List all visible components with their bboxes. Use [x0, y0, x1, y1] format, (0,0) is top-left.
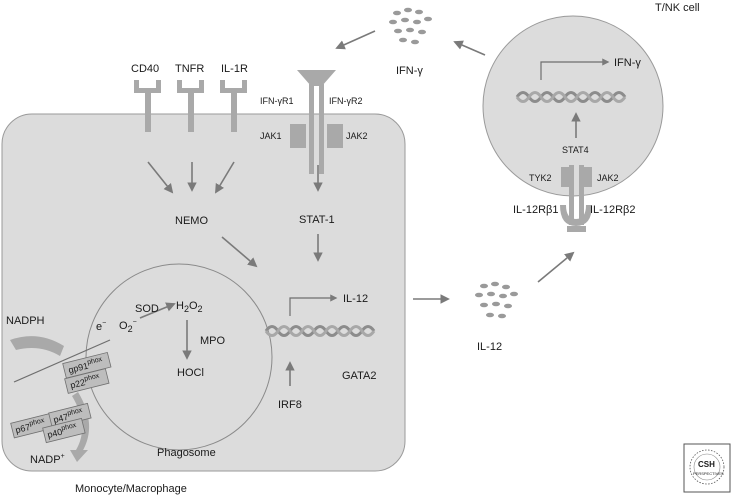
p67phox-box: p67phox	[10, 412, 56, 439]
il12-gene-label: IL-12	[343, 293, 368, 305]
electron-line	[13, 339, 111, 383]
hocl-label: HOCl	[177, 367, 204, 379]
nadph-label: NADPH	[6, 315, 45, 327]
stat1-label: STAT-1	[299, 214, 335, 226]
svg-text:p40phox: p40phox	[46, 422, 78, 440]
cd40-receptor	[134, 80, 161, 132]
il12rb2-label: IL-12Rβ2	[590, 204, 635, 216]
il1r-receptor	[220, 80, 247, 132]
svg-text:PERSPECTIVES: PERSPECTIVES	[693, 471, 724, 476]
electron-label: e−	[96, 320, 106, 333]
p40phox-box: p40phox	[42, 417, 86, 444]
il12-receptor	[560, 165, 592, 232]
arrow-cd40-nemo	[147, 161, 174, 194]
svg-text:p47phox: p47phox	[52, 407, 84, 425]
svg-text:p67phox: p67phox	[14, 417, 46, 435]
ifn-gamma-receptor	[290, 70, 343, 174]
irf8-label: IRF8	[278, 399, 302, 411]
monocyte-macrophage-label: Monocyte/Macrophage	[75, 483, 187, 495]
il12-particles	[475, 281, 518, 319]
superoxide-label: O2−	[119, 319, 137, 334]
mpo-label: MPO	[200, 335, 226, 347]
tnk-cell-label: T/NK cell	[655, 2, 700, 14]
ifngr1-label: IFN-γR1	[260, 96, 294, 106]
jak1-label: JAK1	[260, 131, 282, 141]
jak2-macro-label: JAK2	[346, 131, 368, 141]
ifn-gamma-particles	[389, 7, 432, 45]
arrow-il12-to-tcell	[537, 251, 575, 283]
ifngr2-label: IFN-γR2	[329, 96, 363, 106]
tnfr-receptor	[177, 80, 204, 132]
dna-helix-tcell	[515, 91, 627, 103]
svg-text:p22phox: p22phox	[69, 372, 101, 390]
tyk2-label: TYK2	[529, 173, 552, 183]
csh-perspectives-logo: CSH PERSPECTIVES	[683, 443, 731, 493]
arrow-o2-h2o2	[139, 302, 176, 319]
il12-free-label: IL-12	[477, 341, 502, 353]
phagosome-label: Phagosome	[157, 447, 216, 459]
ifn-gamma-gene-label: IFN-γ	[614, 57, 641, 69]
cd40-label: CD40	[131, 63, 159, 75]
nadph-curved-arrow	[10, 336, 64, 356]
dna-helix-macro	[264, 325, 376, 337]
nadp-arrowhead	[70, 450, 88, 462]
il12rb1-label: IL-12Rβ1	[513, 204, 558, 216]
svg-text:gp91phox: gp91phox	[67, 356, 104, 375]
tyk2-box	[561, 167, 571, 187]
ifng-transcription-arrow	[540, 58, 610, 80]
stat4-label: STAT4	[562, 145, 589, 155]
jak2-box-macro	[327, 124, 343, 148]
arrow-tcell-ifng	[453, 40, 486, 56]
p22phox-box: p22phox	[64, 368, 110, 394]
p47phox-box: p47phox	[48, 402, 92, 429]
phagosome	[85, 263, 273, 451]
nadp-label: NADP+	[30, 453, 65, 466]
nemo-label: NEMO	[175, 215, 208, 227]
jak2-t-label: JAK2	[597, 173, 619, 183]
arrow-ifng-receptor	[335, 30, 376, 50]
tnfr-label: TNFR	[175, 63, 204, 75]
il1r-label: IL-1R	[221, 63, 248, 75]
svg-text:CSH: CSH	[698, 460, 715, 469]
sod-label: SOD	[135, 303, 159, 315]
arrow-nemo-il12	[221, 236, 258, 268]
jak2-box-t	[582, 167, 592, 187]
h2o2-label: H2O2	[176, 300, 203, 314]
jak1-box	[290, 124, 306, 148]
ifn-gamma-label: IFN-γ	[396, 65, 423, 77]
gata2-label: GATA2	[342, 370, 376, 382]
il12-transcription-arrow	[289, 294, 338, 316]
arrow-il1r-nemo	[215, 161, 235, 194]
